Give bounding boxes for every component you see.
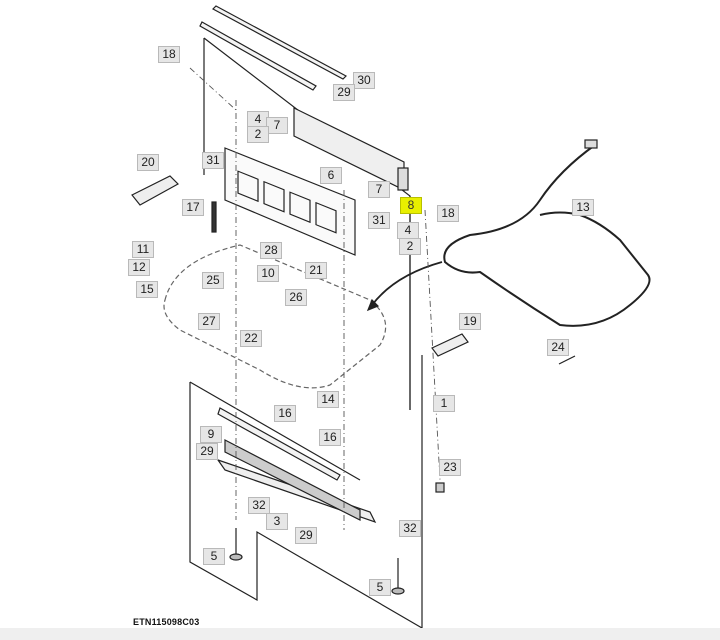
harness-connector: [584, 139, 598, 149]
assembly-arrow-head: [366, 298, 380, 312]
callout-25[interactable]: 25: [202, 272, 224, 289]
roof-frame: [163, 244, 387, 389]
callout-18[interactable]: 18: [437, 205, 459, 222]
guide-line: [189, 67, 237, 111]
pad-19: [431, 333, 469, 357]
callout-17[interactable]: 17: [182, 199, 204, 216]
callout-5[interactable]: 5: [369, 579, 391, 596]
rear-panel-top-edge: [189, 381, 361, 481]
callout-29[interactable]: 29: [333, 84, 355, 101]
wiring-harness-13: [443, 144, 651, 327]
callout-10[interactable]: 10: [257, 265, 279, 282]
callout-4[interactable]: 4: [397, 222, 419, 239]
bolt-5-right-head: [391, 587, 405, 595]
callout-7[interactable]: 7: [266, 117, 288, 134]
callout-15[interactable]: 15: [136, 281, 158, 298]
callout-30[interactable]: 30: [353, 72, 375, 89]
callout-20[interactable]: 20: [137, 154, 159, 171]
callout-8-highlighted[interactable]: 8: [400, 197, 422, 214]
bolt-5-left-head: [229, 553, 243, 561]
callout-22[interactable]: 22: [240, 330, 262, 347]
callout-24[interactable]: 24: [547, 339, 569, 356]
callout-13[interactable]: 13: [572, 199, 594, 216]
light-bar-end-cap: [397, 167, 409, 191]
callout-16[interactable]: 16: [274, 405, 296, 422]
figure-id-caption: ETN115098C03: [133, 617, 200, 627]
footer-strip: [0, 628, 720, 640]
dome-light-grille: [224, 439, 361, 521]
trim-strip-9: [217, 407, 341, 481]
callout-18[interactable]: 18: [158, 46, 180, 63]
part-23: [435, 482, 445, 493]
callout-1[interactable]: 1: [433, 395, 455, 412]
callout-9[interactable]: 9: [200, 426, 222, 443]
callout-19[interactable]: 19: [459, 313, 481, 330]
callout-3[interactable]: 3: [266, 513, 288, 530]
callout-16[interactable]: 16: [319, 429, 341, 446]
rear-panel-outline: [189, 382, 423, 628]
bezel-window-4: [315, 201, 337, 234]
seal-strip-30: [212, 5, 347, 80]
bezel-window-3: [289, 191, 311, 224]
callout-14[interactable]: 14: [317, 391, 339, 408]
light-bar-8: [293, 107, 405, 191]
callout-29[interactable]: 29: [295, 527, 317, 544]
callout-5[interactable]: 5: [203, 548, 225, 565]
callout-2[interactable]: 2: [399, 238, 421, 255]
part-24: [558, 355, 576, 365]
callout-7[interactable]: 7: [368, 181, 390, 198]
callout-21[interactable]: 21: [305, 262, 327, 279]
part-17: [211, 201, 217, 233]
callout-11[interactable]: 11: [132, 241, 154, 258]
callout-31[interactable]: 31: [368, 212, 390, 229]
callout-27[interactable]: 27: [198, 313, 220, 330]
callout-29[interactable]: 29: [196, 443, 218, 460]
guide-line: [424, 209, 441, 481]
callout-32[interactable]: 32: [399, 520, 421, 537]
seal-strip-29: [199, 21, 317, 91]
callout-28[interactable]: 28: [260, 242, 282, 259]
assembly-arrow: [371, 261, 443, 306]
callout-2[interactable]: 2: [247, 126, 269, 143]
callout-6[interactable]: 6: [320, 167, 342, 184]
callout-12[interactable]: 12: [128, 259, 150, 276]
bezel-window-1: [237, 170, 259, 203]
callout-26[interactable]: 26: [285, 289, 307, 306]
callout-32[interactable]: 32: [248, 497, 270, 514]
callout-23[interactable]: 23: [439, 459, 461, 476]
callout-31[interactable]: 31: [202, 152, 224, 169]
pad-20: [131, 175, 179, 206]
bezel-window-2: [263, 180, 285, 213]
